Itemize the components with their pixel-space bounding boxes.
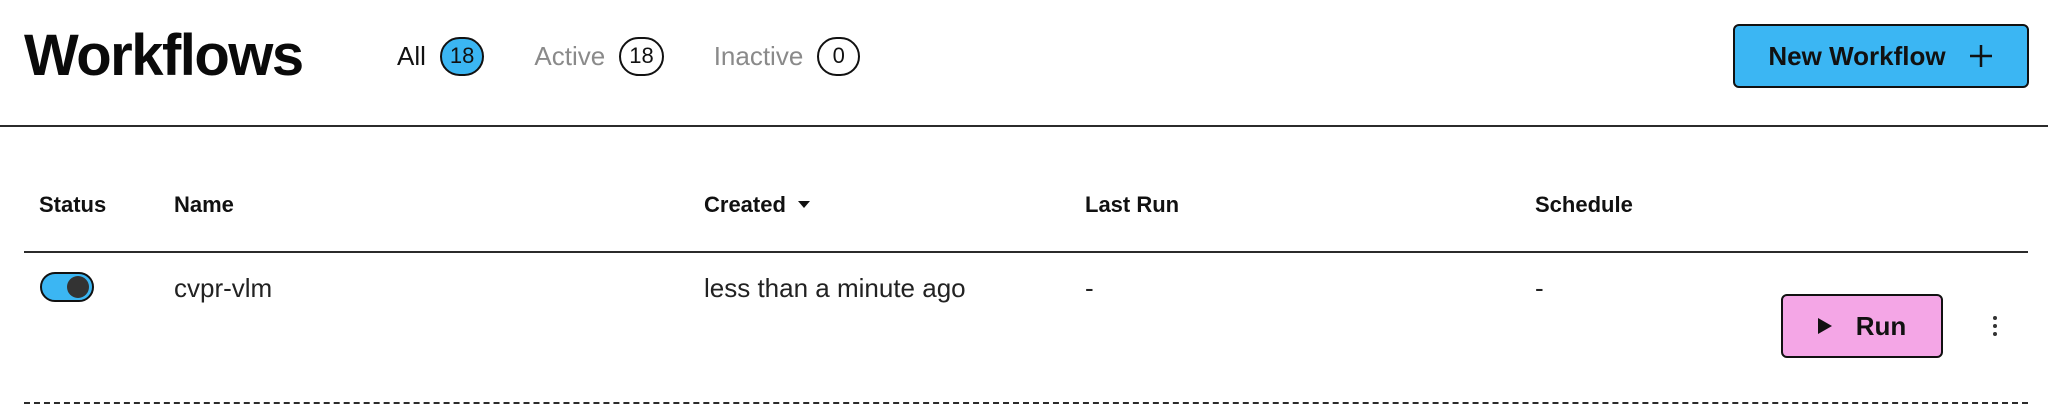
run-label: Run xyxy=(1855,310,1907,341)
column-header-last-run: Last Run xyxy=(1085,190,1179,220)
tab-label: All xyxy=(397,41,426,71)
table-row: cvpr-vlm less than a minute ago - - Run xyxy=(24,254,2028,404)
status-toggle[interactable] xyxy=(40,272,94,302)
column-label: Last Run xyxy=(1085,192,1180,217)
workflow-name[interactable]: cvpr-vlm xyxy=(174,273,273,303)
tab-active[interactable]: Active 18 xyxy=(534,36,664,76)
play-icon xyxy=(1817,318,1832,334)
column-label: Created xyxy=(704,192,786,217)
column-label: Name xyxy=(174,192,234,217)
created-time: less than a minute ago xyxy=(704,273,966,303)
column-label: Schedule xyxy=(1535,192,1633,217)
tab-all[interactable]: All 18 xyxy=(397,36,485,76)
count-badge: 18 xyxy=(619,36,664,76)
filter-tabs: All 18 Active 18 Inactive 0 xyxy=(397,36,910,76)
column-header-created[interactable]: Created xyxy=(704,190,810,220)
table-header: Status Name Created Last Run Schedule xyxy=(24,170,2028,253)
column-header-status: Status xyxy=(39,190,106,220)
new-workflow-button[interactable]: New Workflow xyxy=(1733,24,2029,88)
toggle-knob xyxy=(67,276,89,298)
count-badge: 18 xyxy=(439,36,485,76)
run-button[interactable]: Run xyxy=(1781,294,1943,358)
tab-label: Inactive xyxy=(713,41,804,71)
new-workflow-label: New Workflow xyxy=(1768,40,1946,71)
tab-label: Active xyxy=(534,41,606,71)
page-header: Workflows All 18 Active 18 Inactive 0 Ne… xyxy=(0,0,2048,127)
more-vertical-icon[interactable] xyxy=(1988,306,2002,346)
page-title: Workflows xyxy=(24,23,304,88)
plus-icon xyxy=(1969,45,1992,67)
count-badge: 0 xyxy=(817,36,861,76)
column-header-schedule: Schedule xyxy=(1535,190,1633,220)
caret-down-icon xyxy=(797,201,810,208)
column-label: Status xyxy=(39,192,107,217)
last-run-value: - xyxy=(1085,273,1094,303)
column-header-name: Name xyxy=(174,190,234,220)
tab-inactive[interactable]: Inactive 0 xyxy=(714,36,861,76)
schedule-value: - xyxy=(1535,273,1544,303)
